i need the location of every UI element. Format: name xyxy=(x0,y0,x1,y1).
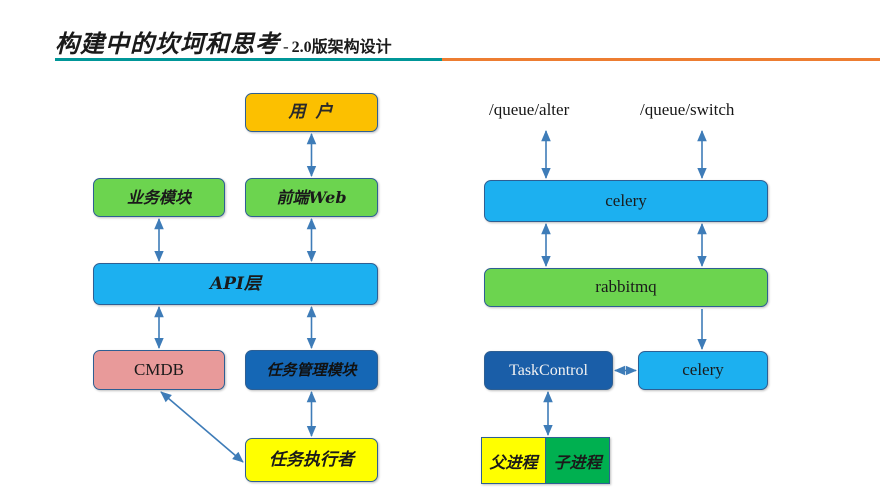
node-task-executor-label: 任务执行者 xyxy=(269,449,354,470)
page-title-main: 构建中的坎坷和思考 xyxy=(55,32,280,58)
node-celery-bottom[interactable]: celery xyxy=(638,351,768,390)
node-user-label: 用 户 xyxy=(288,102,335,123)
node-rabbitmq-label: rabbitmq xyxy=(595,277,657,297)
node-cmdb-label: CMDB xyxy=(133,359,185,379)
cell-parent-process[interactable]: 父进程 xyxy=(482,438,546,483)
node-taskcontrol[interactable]: TaskControl xyxy=(484,351,613,390)
node-frontend-web[interactable]: 前端Web xyxy=(245,178,378,217)
label-queue-switch: /queue/switch xyxy=(640,100,735,119)
node-celery-bottom-label: celery xyxy=(682,360,724,380)
node-task-executor[interactable]: 任务执行者 xyxy=(245,438,378,482)
title-rule-right xyxy=(442,58,880,61)
node-process-box[interactable]: 父进程 子进程 xyxy=(481,437,610,484)
cell-parent-process-label: 父进程 xyxy=(489,452,538,472)
page-title-dash: - xyxy=(283,37,289,56)
node-api-layer-label: API层 xyxy=(210,273,261,294)
page-title: 构建中的坎坷和思考-2.0版架构设计 xyxy=(55,24,392,59)
connector-cmdb-executor xyxy=(160,391,244,463)
page-title-subtitle: 2.0版架构设计 xyxy=(291,39,392,56)
title-rule-left xyxy=(55,58,442,61)
node-rabbitmq[interactable]: rabbitmq xyxy=(484,268,768,307)
node-business-module[interactable]: 业务模块 xyxy=(93,178,225,217)
node-taskcontrol-label: TaskControl xyxy=(509,361,588,379)
cell-child-process-label: 子进程 xyxy=(553,452,602,472)
label-queue-alter: /queue/alter xyxy=(489,100,570,119)
node-celery-top-label: celery xyxy=(605,190,647,210)
node-api-layer[interactable]: API层 xyxy=(93,263,378,305)
node-task-manager-label: 任务管理模块 xyxy=(266,360,357,379)
node-user[interactable]: 用 户 xyxy=(245,93,378,132)
node-task-manager[interactable]: 任务管理模块 xyxy=(245,350,378,390)
node-frontend-web-label: 前端Web xyxy=(276,187,347,207)
cell-child-process[interactable]: 子进程 xyxy=(546,438,609,483)
node-cmdb[interactable]: CMDB xyxy=(93,350,225,390)
node-celery-top[interactable]: celery xyxy=(484,180,768,222)
node-business-module-label: 业务模块 xyxy=(126,187,191,207)
